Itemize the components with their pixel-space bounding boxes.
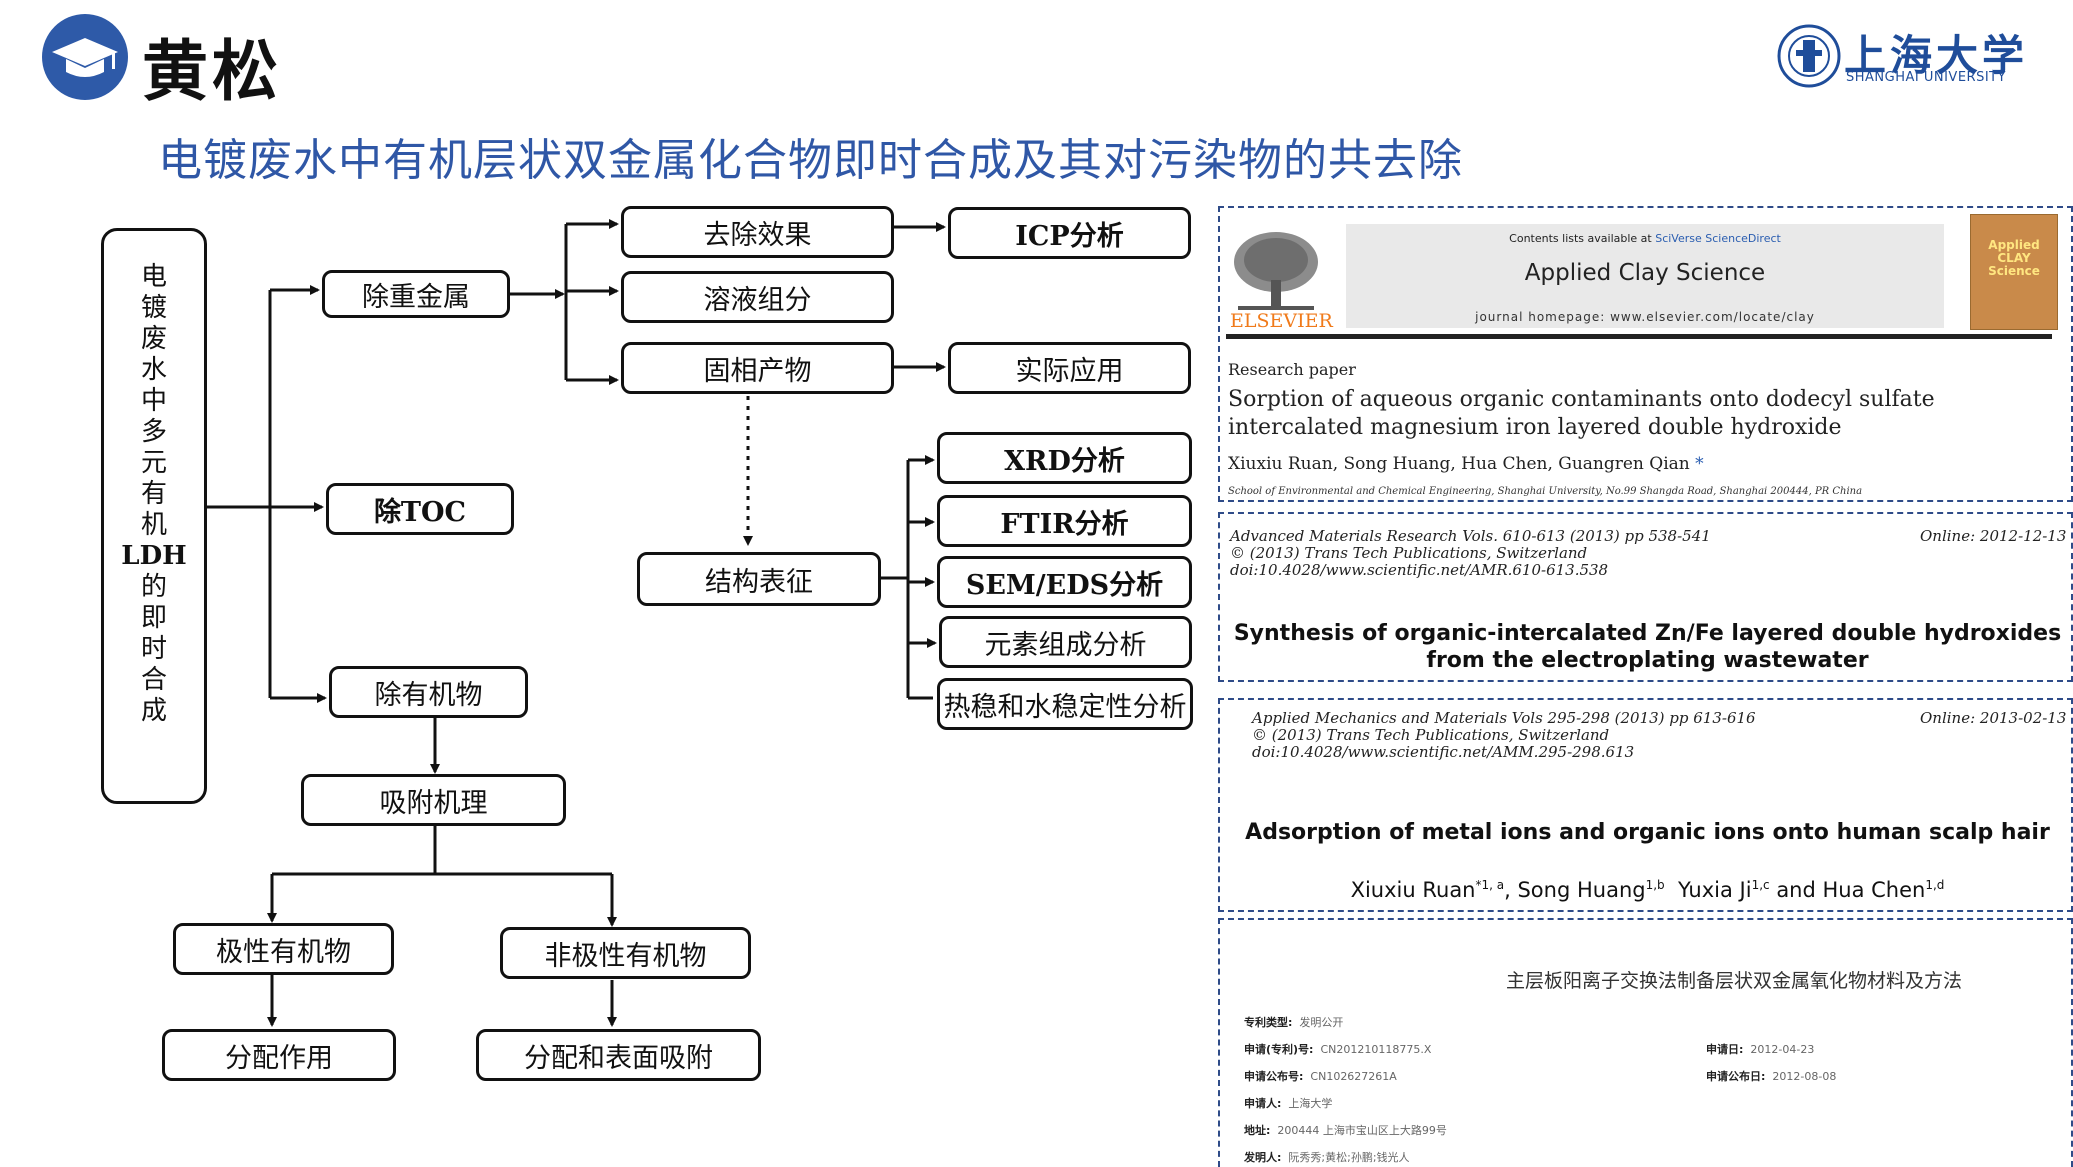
root-node bbox=[101, 228, 207, 804]
presenter-name: 黄松 bbox=[142, 32, 282, 110]
journal-homepage: journal homepage: www.elsevier.com/locat… bbox=[1475, 310, 1815, 324]
article-type: Research paper bbox=[1228, 360, 1356, 379]
node-adsorption: 吸附机理 bbox=[301, 774, 566, 826]
node-removal-effect: 去除效果 bbox=[621, 206, 894, 258]
online-date: Online: 2012-12-13 bbox=[1920, 527, 2067, 545]
node-structure: 结构表征 bbox=[637, 552, 881, 606]
node-stability: 热稳和水稳定性分析 bbox=[937, 678, 1193, 730]
node-ftir: FTIR分析 bbox=[937, 495, 1192, 547]
patent-applicant: 申请人: 上海大学 bbox=[1244, 1097, 1333, 1110]
node-polar: 极性有机物 bbox=[173, 923, 394, 975]
patent-type: 专利类型: 发明公开 bbox=[1244, 1016, 1344, 1029]
node-heavy-metal: 除重金属 bbox=[322, 270, 510, 318]
paper-applied-mechanics: Applied Mechanics and Materials Vols 295… bbox=[1218, 698, 2073, 912]
paper-advanced-materials-research: Advanced Materials Research Vols. 610-61… bbox=[1218, 512, 2073, 682]
paper-applied-clay-science: ELSEVIER Contents lists available at Sci… bbox=[1218, 206, 2073, 502]
patent-publication-date: 申请公布日: 2012-08-08 bbox=[1706, 1070, 1837, 1083]
university-seal-icon bbox=[1776, 22, 1842, 90]
university-name-en: SHANGHAI UNIVERSITY bbox=[1846, 70, 2007, 85]
node-solution: 溶液组分 bbox=[621, 271, 894, 323]
node-icp: ICP分析 bbox=[948, 207, 1191, 259]
node-xrd: XRD分析 bbox=[937, 432, 1192, 484]
journal-name: Applied Clay Science bbox=[1524, 260, 1766, 286]
journal-cover: Applied CLAY Science bbox=[1970, 214, 2058, 330]
graduation-cap-icon bbox=[52, 38, 118, 77]
paper-authors: Xiuxiu Ruan, Song Huang, Hua Chen, Guang… bbox=[1228, 454, 1704, 474]
paper-authors: Xiuxiu Ruan*1, a, Song Huang1,b Yuxia Ji… bbox=[1350, 878, 1945, 902]
university-name: 上海大学 bbox=[1844, 31, 2029, 80]
node-partition: 分配作用 bbox=[162, 1029, 396, 1081]
divider bbox=[1226, 334, 2052, 339]
journal-banner: Contents lists available at SciVerse Sci… bbox=[1346, 224, 1944, 328]
page-title: 电镀废水中有机层状双金属化合物即时合成及其对污染物的共去除 bbox=[158, 135, 1463, 186]
patent-publication-no: 申请公布号: CN102627261A bbox=[1244, 1070, 1397, 1083]
paper-title: Adsorption of metal ions and organic ion… bbox=[1245, 820, 2050, 845]
patent-inventors: 发明人: 阮秀秀;黄松;孙鹏;钱光人 bbox=[1244, 1151, 1410, 1164]
node-nonpolar: 非极性有机物 bbox=[500, 927, 751, 979]
node-solid: 固相产物 bbox=[621, 342, 894, 394]
journal-info: Advanced Materials Research Vols. 610-61… bbox=[1230, 527, 1711, 579]
avatar bbox=[42, 14, 128, 100]
patent-record: 主层板阳离子交换法制备层状双金属氧化物材料及方法 专利类型: 发明公开 申请(专… bbox=[1218, 918, 2073, 1167]
journal-cover-title: Applied CLAY Science bbox=[1988, 238, 2040, 278]
contents-line: Contents lists available at SciVerse Sci… bbox=[1509, 232, 1781, 245]
paper-title: Synthesis of organic-intercalated Zn/Fe … bbox=[1233, 621, 2062, 673]
paper-title: Sorption of aqueous organic contaminants… bbox=[1228, 387, 1935, 440]
patent-application-no: 申请(专利)号: CN201210118775.X bbox=[1244, 1043, 1432, 1056]
node-application: 实际应用 bbox=[948, 342, 1191, 394]
node-sem: SEM/EDS分析 bbox=[937, 556, 1192, 608]
node-element: 元素组成分析 bbox=[939, 616, 1192, 668]
node-organics: 除有机物 bbox=[329, 666, 528, 718]
patent-title: 主层板阳离子交换法制备层状双金属氧化物材料及方法 bbox=[1506, 970, 1963, 992]
node-toc: 除TOC bbox=[326, 483, 514, 535]
journal-info: Applied Mechanics and Materials Vols 295… bbox=[1252, 709, 1756, 761]
patent-application-date: 申请日: 2012-04-23 bbox=[1706, 1043, 1815, 1056]
sciencedirect-link[interactable]: SciVerse ScienceDirect bbox=[1655, 232, 1781, 245]
elsevier-tree-icon bbox=[1228, 224, 1324, 320]
paper-affiliation: School of Environmental and Chemical Eng… bbox=[1228, 486, 1863, 497]
patent-address: 地址: 200444 上海市宝山区上大路99号 bbox=[1244, 1124, 1447, 1137]
node-partition-surface: 分配和表面吸附 bbox=[476, 1029, 761, 1081]
publisher-name: ELSEVIER bbox=[1230, 310, 1333, 332]
online-date: Online: 2013-02-13 bbox=[1920, 709, 2067, 727]
